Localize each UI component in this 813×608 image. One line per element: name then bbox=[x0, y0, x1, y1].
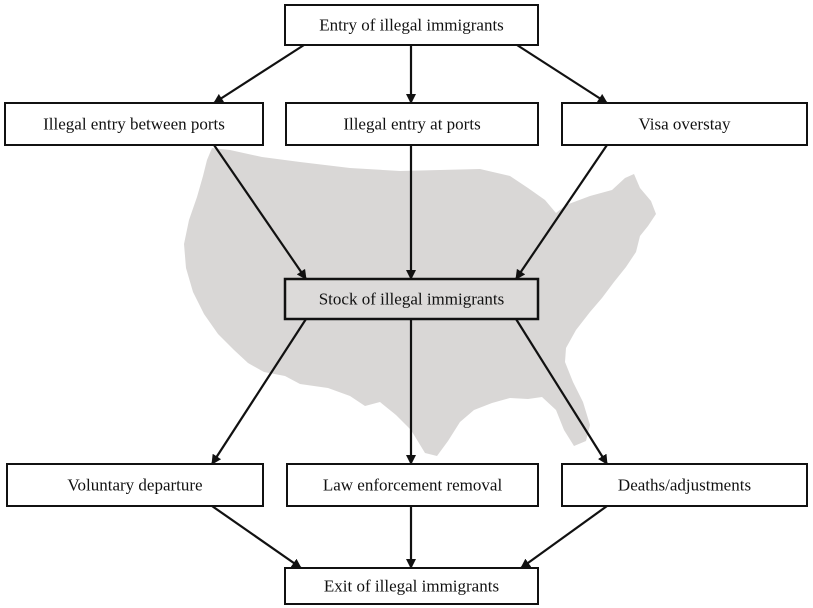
arrow-visa-overstay-to-stock bbox=[515, 144, 608, 280]
node-entry-label: Entry of illegal immigrants bbox=[319, 16, 504, 35]
node-exit: Exit of illegal immigrants bbox=[284, 567, 539, 605]
arrow-voluntary-to-exit bbox=[211, 505, 302, 569]
arrow-stock-to-voluntary bbox=[211, 318, 307, 465]
node-deaths: Deaths/adjustments bbox=[561, 463, 808, 507]
node-removal: Law enforcement removal bbox=[286, 463, 539, 507]
node-between-ports-label: Illegal entry between ports bbox=[43, 115, 225, 134]
node-stock: Stock of illegal immigrants bbox=[283, 277, 540, 321]
arrow-entry-to-between-ports bbox=[213, 44, 305, 104]
node-removal-label: Law enforcement removal bbox=[323, 476, 503, 495]
node-between-ports: Illegal entry between ports bbox=[4, 102, 264, 146]
node-exit-label: Exit of illegal immigrants bbox=[324, 577, 499, 596]
node-voluntary-label: Voluntary departure bbox=[67, 476, 202, 495]
node-deaths-label: Deaths/adjustments bbox=[618, 476, 751, 495]
node-at-ports-label: Illegal entry at ports bbox=[343, 115, 480, 134]
arrows bbox=[211, 44, 608, 569]
arrow-deaths-to-exit bbox=[520, 505, 608, 569]
node-visa-overstay-label: Visa overstay bbox=[639, 115, 731, 134]
node-voluntary: Voluntary departure bbox=[6, 463, 264, 507]
node-visa-overstay: Visa overstay bbox=[561, 102, 808, 146]
arrow-stock-to-deaths bbox=[515, 318, 608, 465]
node-stock-label: Stock of illegal immigrants bbox=[319, 290, 505, 309]
node-entry: Entry of illegal immigrants bbox=[284, 4, 539, 46]
arrow-entry-to-visa-overstay bbox=[516, 44, 608, 104]
arrow-between-ports-to-stock bbox=[213, 144, 307, 280]
node-at-ports: Illegal entry at ports bbox=[285, 102, 539, 146]
